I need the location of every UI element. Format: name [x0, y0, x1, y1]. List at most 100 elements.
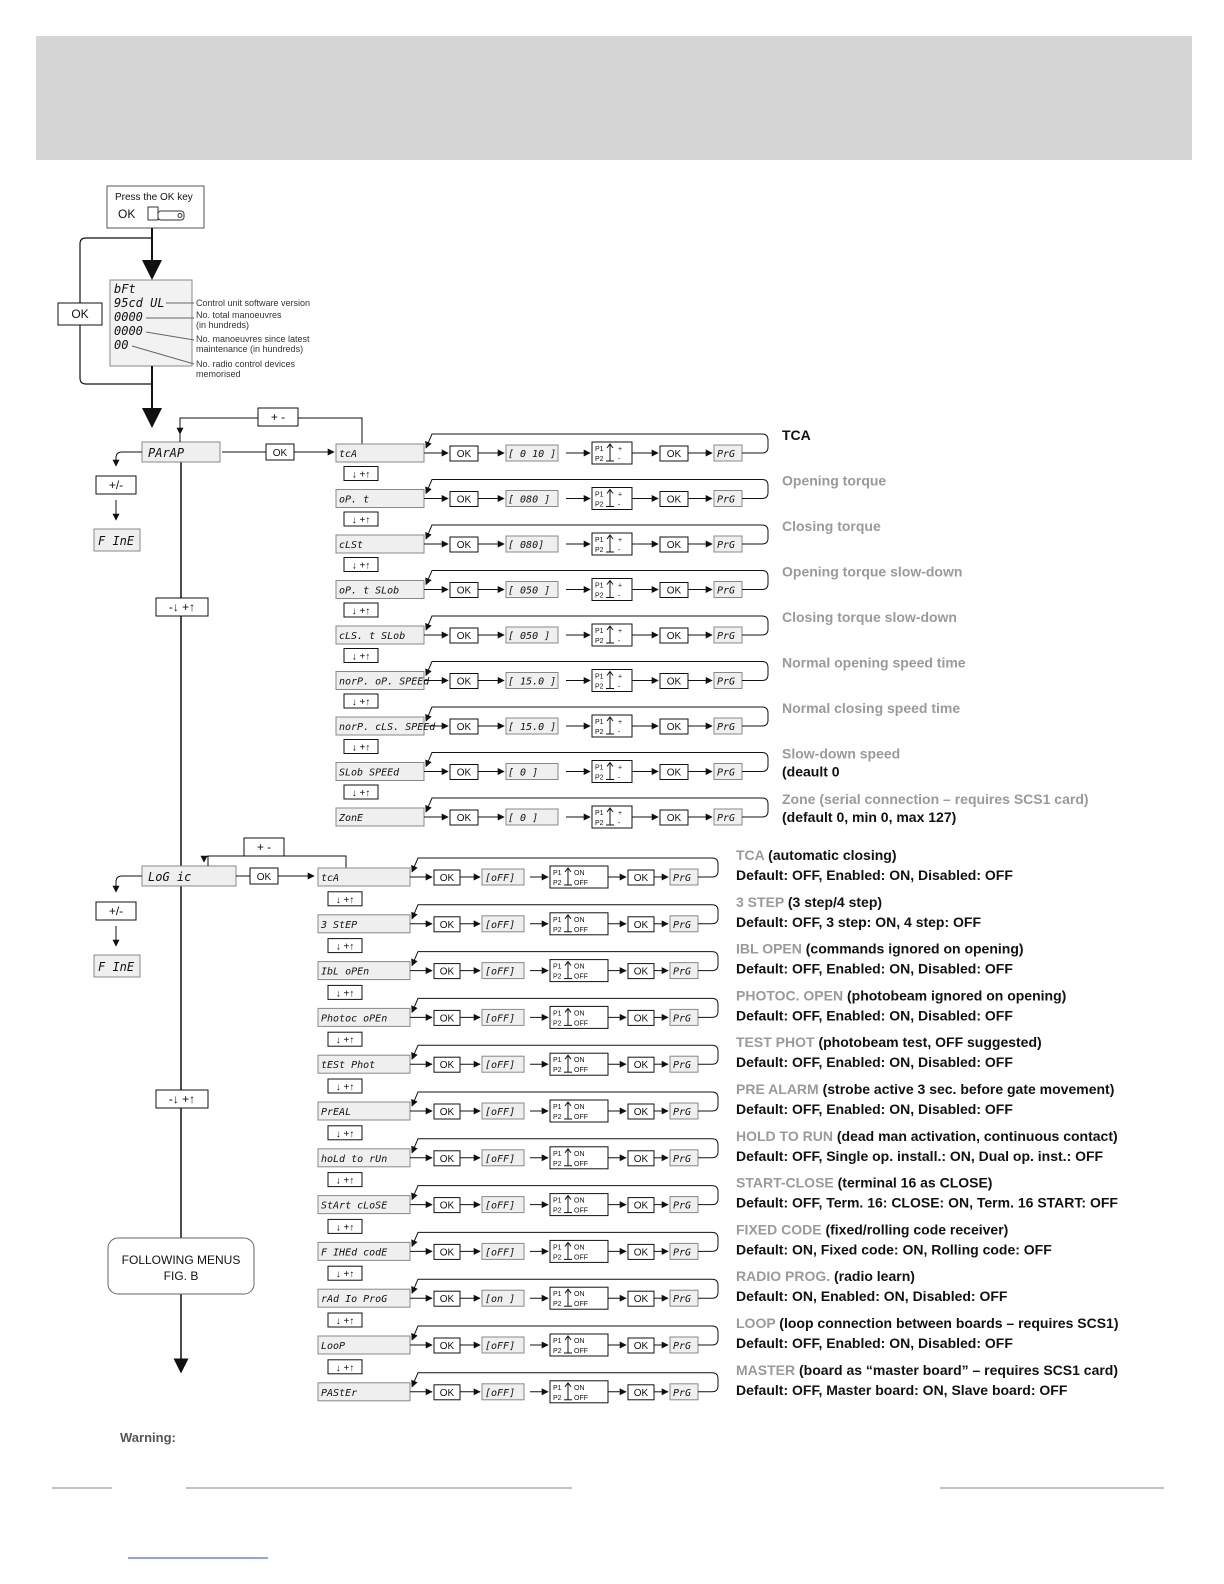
logic-code-display[interactable]: F IHEd codE [317, 1241, 411, 1261]
logic-nav-button[interactable]: ↓ +↑ [327, 1359, 363, 1375]
logic-row-save-ok-button[interactable]: OK [627, 1197, 655, 1214]
param-nav-button[interactable]: ↓ +↑ [343, 466, 379, 481]
logic-nav-button[interactable]: ↓ +↑ [327, 1078, 363, 1094]
logic-nav-button[interactable]: ↓ +↑ [327, 938, 363, 954]
logic-plusminus-button[interactable]: + - [243, 837, 285, 857]
param-code-display[interactable]: oP. t [335, 489, 425, 508]
param-code-display[interactable]: norP. cLS. SPEEd [335, 716, 436, 736]
param-row-save-ok-button[interactable]: OK [659, 718, 689, 735]
logic-row-ok-button[interactable]: OK [433, 1103, 461, 1120]
logic-code-display[interactable]: rAd Io ProG [317, 1288, 411, 1308]
logic-code-display[interactable]: tcA [317, 867, 411, 887]
param-row-ok-button[interactable]: OK [449, 673, 479, 689]
following-menus-box[interactable]: FOLLOWING MENUS FIG. B [107, 1237, 255, 1295]
param-nav-button[interactable]: ↓ +↑ [343, 511, 379, 527]
prg-display: PrG [669, 1055, 699, 1073]
logic-code-display[interactable]: LooP [317, 1335, 411, 1355]
param-nav-button[interactable]: ↓ +↑ [343, 557, 379, 572]
param-nav-button[interactable]: ↓ +↑ [343, 602, 379, 618]
logic-row-ok-button[interactable]: OK [433, 1337, 461, 1354]
logic-nav-button[interactable]: ↓ +↑ [327, 984, 363, 1000]
logic-row-save-ok-button[interactable]: OK [627, 1290, 655, 1307]
param-code-display[interactable]: oP. t SLob [335, 580, 425, 599]
param-row-ok-button[interactable]: OK [449, 491, 479, 507]
logic-code-display[interactable]: IbL oPEn [317, 961, 411, 981]
svg-text:P1: P1 [595, 537, 604, 544]
logic-row-ok-button[interactable]: OK [433, 916, 461, 933]
logic-nav-button[interactable]: ↓ +↑ [327, 1265, 363, 1281]
logic-row-ok-button[interactable]: OK [433, 1243, 461, 1260]
ok-loop-button[interactable]: OK [57, 302, 103, 326]
param-row-save-ok-button[interactable]: OK [659, 764, 689, 780]
param-nav-button[interactable]: ↓ +↑ [343, 648, 379, 663]
param-row-ok-button[interactable]: OK [449, 627, 479, 644]
svg-text:OK: OK [457, 722, 472, 733]
logic-row-save-ok-button[interactable]: OK [627, 963, 655, 980]
logic-nav-button[interactable]: ↓ +↑ [327, 1218, 363, 1234]
param-code-display[interactable]: norP. oP. SPEEd [335, 671, 430, 690]
param-nav-button[interactable]: ↓ +↑ [343, 693, 379, 709]
logic-code-display[interactable]: PrEAL [317, 1101, 411, 1121]
logic-code-display[interactable]: hoLd to rUn [317, 1148, 411, 1168]
logic-nav-button[interactable]: ↓ +↑ [327, 1172, 363, 1188]
svg-text:oP. t: oP. t [339, 495, 369, 506]
logic-row-save-ok-button[interactable]: OK [627, 1337, 655, 1354]
param-row-ok-button[interactable]: OK [449, 536, 479, 553]
logic-code-display[interactable]: 3 StEP [317, 914, 411, 934]
logic-row-ok-button[interactable]: OK [433, 1384, 461, 1401]
param-row-ok-button[interactable]: OK [449, 582, 479, 598]
logic-nav-button[interactable]: ↓ +↑ [327, 1031, 363, 1047]
param-row-ok-button[interactable]: OK [449, 445, 479, 462]
param-code-display[interactable]: ZonE [335, 807, 425, 827]
logic-row-ok-button[interactable]: OK [433, 1056, 461, 1073]
logic-menu-box[interactable]: LoG ic [141, 865, 237, 887]
logic-row-ok-button[interactable]: OK [433, 1197, 461, 1214]
logic-nav-button[interactable]: ↓ +↑ [327, 1312, 363, 1328]
param-row-save-ok-button[interactable]: OK [659, 445, 689, 462]
logic-code-display[interactable]: StArt cLoSE [317, 1195, 411, 1215]
param-code-display[interactable]: tcA [335, 443, 425, 463]
param-code-display[interactable]: cLSt [335, 534, 425, 554]
param-row-save-ok-button[interactable]: OK [659, 536, 689, 553]
trunk-nav-button-1[interactable]: -↓ +↑ [155, 597, 209, 617]
logic-row-ok-button[interactable]: OK [433, 1009, 461, 1026]
logic-row-ok-button[interactable]: OK [433, 1290, 461, 1307]
svg-text:OK: OK [634, 873, 649, 884]
logic-row-save-ok-button[interactable]: OK [627, 1243, 655, 1260]
param-row-save-ok-button[interactable]: OK [659, 627, 689, 644]
param-code-display[interactable]: SLob SPEEd [335, 762, 425, 781]
param-row-ok-button[interactable]: OK [449, 718, 479, 735]
param-nav-button[interactable]: ↓ +↑ [343, 784, 379, 800]
logic-desc: PHOTOC. OPEN (photobeam ignored on openi… [736, 987, 1066, 1003]
logic-row-save-ok-button[interactable]: OK [627, 1150, 655, 1167]
param-row-save-ok-button[interactable]: OK [659, 491, 689, 507]
logic-row-save-ok-button[interactable]: OK [627, 869, 655, 886]
param-plusminus-button[interactable]: + - [257, 407, 299, 427]
logic-exit-pm-button[interactable]: +/- [95, 901, 137, 921]
trunk-nav-button-2[interactable]: -↓ +↑ [155, 1089, 209, 1109]
param-exit-pm-button[interactable]: +/- [95, 475, 137, 495]
logic-nav-button[interactable]: ↓ +↑ [327, 891, 363, 907]
logic-row-save-ok-button[interactable]: OK [627, 1384, 655, 1401]
logic-ok-button[interactable]: OK [249, 867, 279, 885]
logic-row-save-ok-button[interactable]: OK [627, 1009, 655, 1026]
param-nav-button[interactable]: ↓ +↑ [343, 739, 379, 754]
logic-code-display[interactable]: Photoc oPEn [317, 1007, 411, 1027]
param-ok-button[interactable]: OK [265, 443, 295, 461]
logic-code-display[interactable]: PAStEr [317, 1382, 411, 1402]
logic-nav-button[interactable]: ↓ +↑ [327, 1125, 363, 1141]
param-row-save-ok-button[interactable]: OK [659, 582, 689, 598]
param-menu-box[interactable]: PArAP [141, 441, 221, 463]
logic-row-ok-button[interactable]: OK [433, 963, 461, 980]
param-row-ok-button[interactable]: OK [449, 764, 479, 780]
logic-row-ok-button[interactable]: OK [433, 1150, 461, 1167]
param-row-save-ok-button[interactable]: OK [659, 809, 689, 826]
logic-row-ok-button[interactable]: OK [433, 869, 461, 886]
param-code-display[interactable]: cLS. t SLob [335, 625, 425, 645]
logic-code-display[interactable]: tESt Phot [317, 1054, 411, 1074]
param-row-save-ok-button[interactable]: OK [659, 673, 689, 689]
logic-row-save-ok-button[interactable]: OK [627, 1056, 655, 1073]
param-row-ok-button[interactable]: OK [449, 809, 479, 826]
logic-row-save-ok-button[interactable]: OK [627, 916, 655, 933]
logic-row-save-ok-button[interactable]: OK [627, 1103, 655, 1120]
